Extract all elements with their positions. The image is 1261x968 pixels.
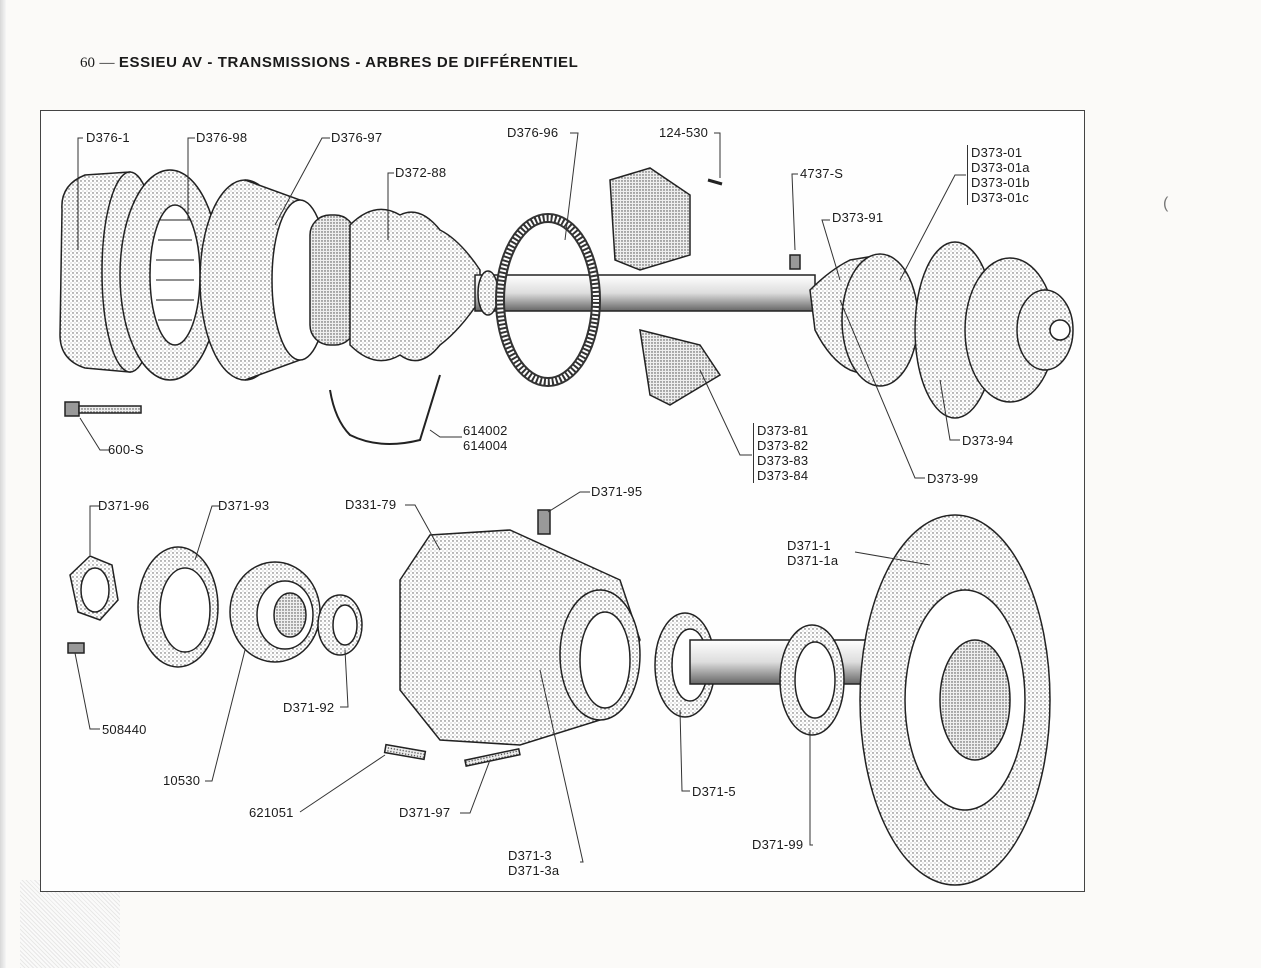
- label-d371-95: D371-95: [591, 484, 643, 499]
- label-600-s: 600-S: [108, 442, 144, 457]
- label-group-d373-81: D373-81 D373-82 D373-83 D373-84: [753, 423, 808, 483]
- page-title: ESSIEU AV - TRANSMISSIONS - ARBRES DE DI…: [118, 54, 579, 71]
- label-group-614002: 614002 614004: [463, 423, 508, 453]
- nipple-4737-s: [789, 254, 801, 270]
- label-d371-97: D371-97: [399, 805, 451, 820]
- label-d373-01a: D373-01a: [971, 160, 1030, 175]
- label-d376-1: D376-1: [86, 130, 130, 145]
- label-d376-96: D376-96: [507, 125, 559, 140]
- brake-disc-d371-1: [859, 514, 1051, 886]
- shaft: [474, 270, 816, 316]
- clip-614002: [329, 374, 441, 445]
- washer-d371-99: [779, 624, 845, 736]
- label-d371-1: D371-1: [787, 538, 831, 553]
- shield-d373-81: [609, 167, 722, 406]
- label-d371-96: D371-96: [98, 498, 150, 513]
- label-508440: 508440: [102, 722, 147, 737]
- label-d373-01c: D373-01c: [971, 190, 1029, 205]
- label-d371-92: D371-92: [283, 700, 335, 715]
- screw-d371-95: [537, 509, 551, 535]
- label-d376-97: D376-97: [331, 130, 383, 145]
- bearing-10530: [229, 561, 321, 663]
- label-d371-1a: D371-1a: [787, 553, 839, 568]
- page-header: 60 — ESSIEU AV - TRANSMISSIONS - ARBRES …: [80, 54, 578, 72]
- flange-d376-98: [119, 169, 221, 381]
- label-d373-83: D373-83: [757, 453, 809, 468]
- scan-noise: [20, 880, 120, 968]
- housing-d376-97: [199, 179, 329, 381]
- header-dash: —: [99, 55, 115, 71]
- screw-508440: [67, 642, 85, 654]
- label-10530: 10530: [163, 773, 201, 788]
- label-614004: 614004: [463, 438, 508, 453]
- scan-edge: [0, 0, 6, 968]
- label-group-d371-3: D371-3 D371-3a: [508, 848, 559, 878]
- bolt-621051: [383, 743, 427, 761]
- joint-d373-01: [914, 241, 1074, 419]
- label-d371-5: D371-5: [692, 784, 736, 799]
- bolt-600-s: [64, 401, 142, 417]
- label-124-530: 124-530: [659, 125, 709, 140]
- label-group-d373-01: D373-01 D373-01a D373-01b D373-01c: [967, 145, 1030, 205]
- screw-124-530: [707, 178, 723, 186]
- page-number: 60: [80, 55, 95, 71]
- label-d371-3a: D371-3a: [508, 863, 560, 878]
- label-d373-94: D373-94: [962, 433, 1014, 448]
- label-d373-01: D373-01: [971, 145, 1023, 160]
- label-d373-84: D373-84: [757, 468, 809, 483]
- label-614002: 614002: [463, 423, 508, 438]
- label-4737-s: 4737-S: [800, 166, 844, 181]
- label-d372-88: D372-88: [395, 165, 447, 180]
- boot-d372-88: [349, 208, 481, 362]
- label-d373-01b: D373-01b: [971, 175, 1030, 190]
- ring-nut-d371-93: [137, 546, 219, 668]
- label-d373-99: D373-99: [927, 471, 979, 486]
- spline-joint: [309, 214, 356, 346]
- hub-housing-d331-79: [399, 529, 641, 746]
- label-d373-82: D373-82: [757, 438, 809, 453]
- label-d371-99: D371-99: [752, 837, 804, 852]
- margin-mark: (: [1163, 195, 1169, 212]
- label-d373-91: D373-91: [832, 210, 884, 225]
- label-d331-79: D331-79: [345, 497, 397, 512]
- leader-lines: [74, 132, 966, 863]
- ring-d376-96: [495, 213, 601, 387]
- pin-d371-97: [464, 747, 521, 768]
- label-d371-3: D371-3: [508, 848, 552, 863]
- label-d373-81: D373-81: [757, 423, 809, 438]
- label-group-d371-1: D371-1 D371-1a: [787, 538, 838, 568]
- nut-d371-96: [69, 555, 119, 621]
- label-d376-98: D376-98: [196, 130, 248, 145]
- label-d371-93: D371-93: [218, 498, 270, 513]
- boot-d373-91: [809, 253, 919, 387]
- label-621051: 621051: [249, 805, 294, 820]
- spacer-d371-92: [317, 594, 363, 656]
